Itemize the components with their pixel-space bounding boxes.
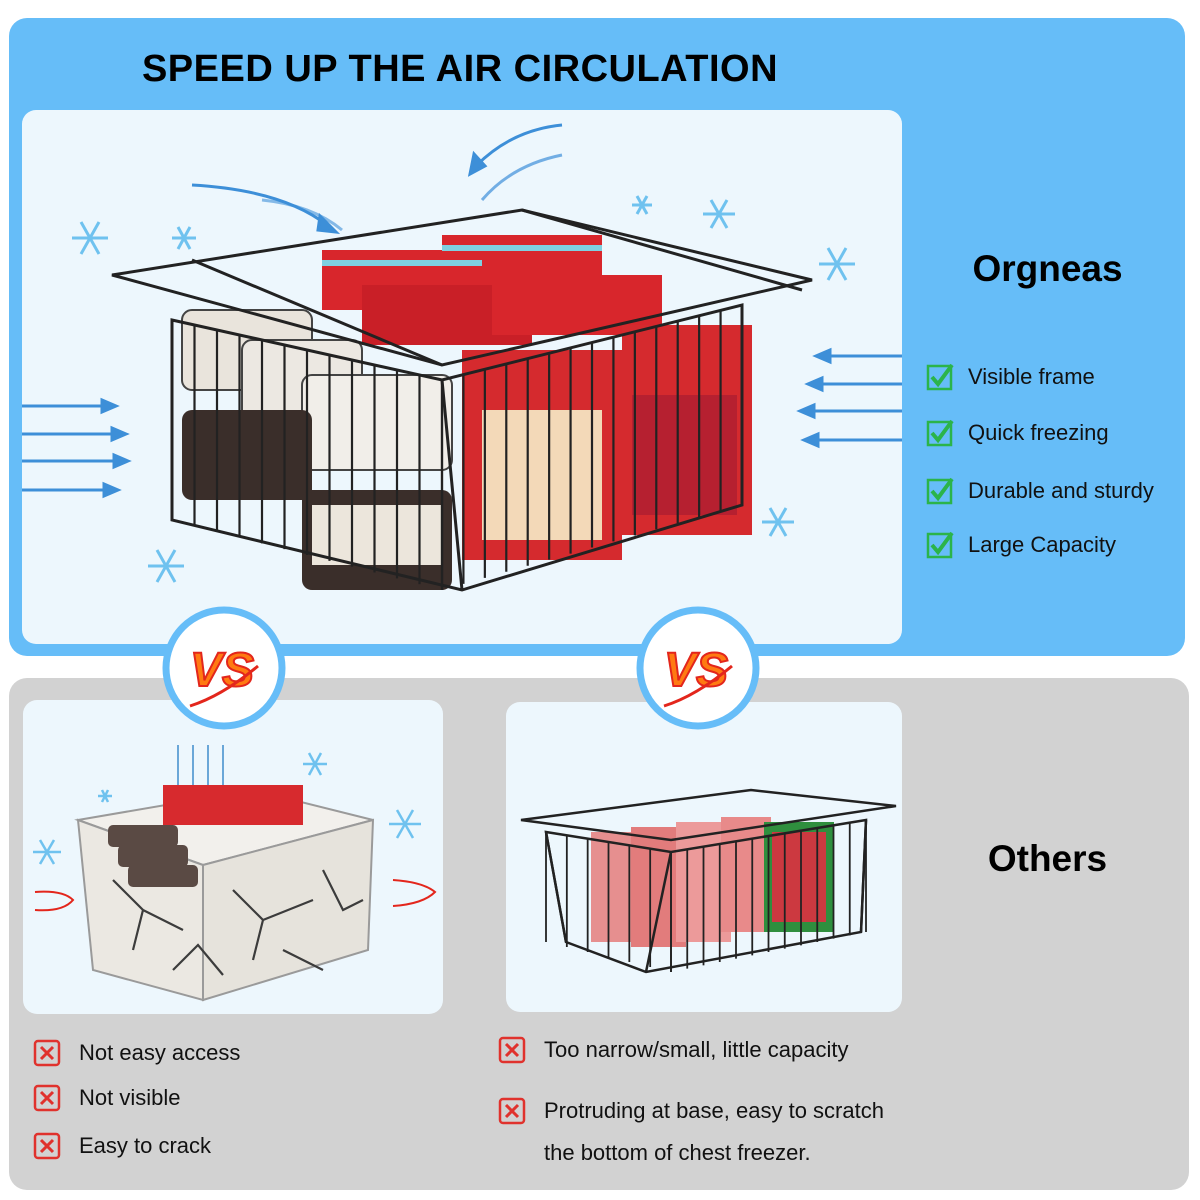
red-x-icon (33, 1132, 61, 1160)
feature-item: Large Capacity (926, 530, 1196, 560)
brand-name: Orgneas (972, 248, 1123, 289)
con-label-continued: the bottom of chest freezer. (544, 1140, 811, 1165)
headline: SPEED UP THE AIR CIRCULATION (141, 48, 779, 90)
feature-item: Visible frame (926, 362, 1196, 392)
vs-badge: VS (636, 606, 760, 730)
ice-cream-tubs (181, 309, 453, 590)
green-check-icon (926, 363, 954, 391)
airflow-arrow-icon (22, 123, 902, 499)
plastic-bin-image (23, 700, 443, 1014)
con-label: Not visible (79, 1085, 181, 1110)
vs-badge: VS (162, 606, 286, 730)
con-label: Too narrow/small, little capacity (544, 1037, 849, 1062)
con-label: Protruding at base, easy to scratch (544, 1098, 884, 1123)
con-item: Not easy access (33, 1039, 240, 1067)
bin-contents (108, 785, 303, 887)
feature-label: Durable and sturdy (968, 478, 1154, 503)
vs-label: VS (664, 644, 728, 697)
red-x-icon (33, 1039, 61, 1067)
con-item: Not visible (33, 1084, 180, 1112)
red-x-icon (498, 1036, 526, 1064)
green-check-icon (926, 477, 954, 505)
others-basket-image (506, 702, 902, 1012)
crack-lines (112, 869, 364, 976)
orgneas-basket-image (22, 110, 902, 644)
vs-label: VS (190, 644, 254, 697)
green-check-icon (926, 531, 954, 559)
green-check-icon (926, 419, 954, 447)
con-label: Easy to crack (79, 1133, 212, 1158)
con-item: Too narrow/small, little capacity (498, 1036, 848, 1064)
others-name: Others (987, 838, 1108, 879)
feature-label: Visible frame (968, 364, 1095, 389)
red-x-icon (498, 1097, 526, 1125)
con-label: Not easy access (79, 1040, 241, 1065)
feature-label: Quick freezing (968, 420, 1109, 445)
meat-packages (591, 817, 834, 947)
red-x-icon (33, 1084, 61, 1112)
feature-item: Durable and sturdy (926, 476, 1196, 506)
con-item: Easy to crack (33, 1132, 211, 1160)
feature-label: Large Capacity (968, 532, 1116, 557)
feature-item: Quick freezing (926, 418, 1196, 448)
con-item: Protruding at base, easy to scratch (498, 1097, 884, 1125)
snowflake-icon (33, 752, 421, 865)
airflow-arrow-icon (34, 879, 437, 912)
snowflake-icon (72, 195, 855, 583)
